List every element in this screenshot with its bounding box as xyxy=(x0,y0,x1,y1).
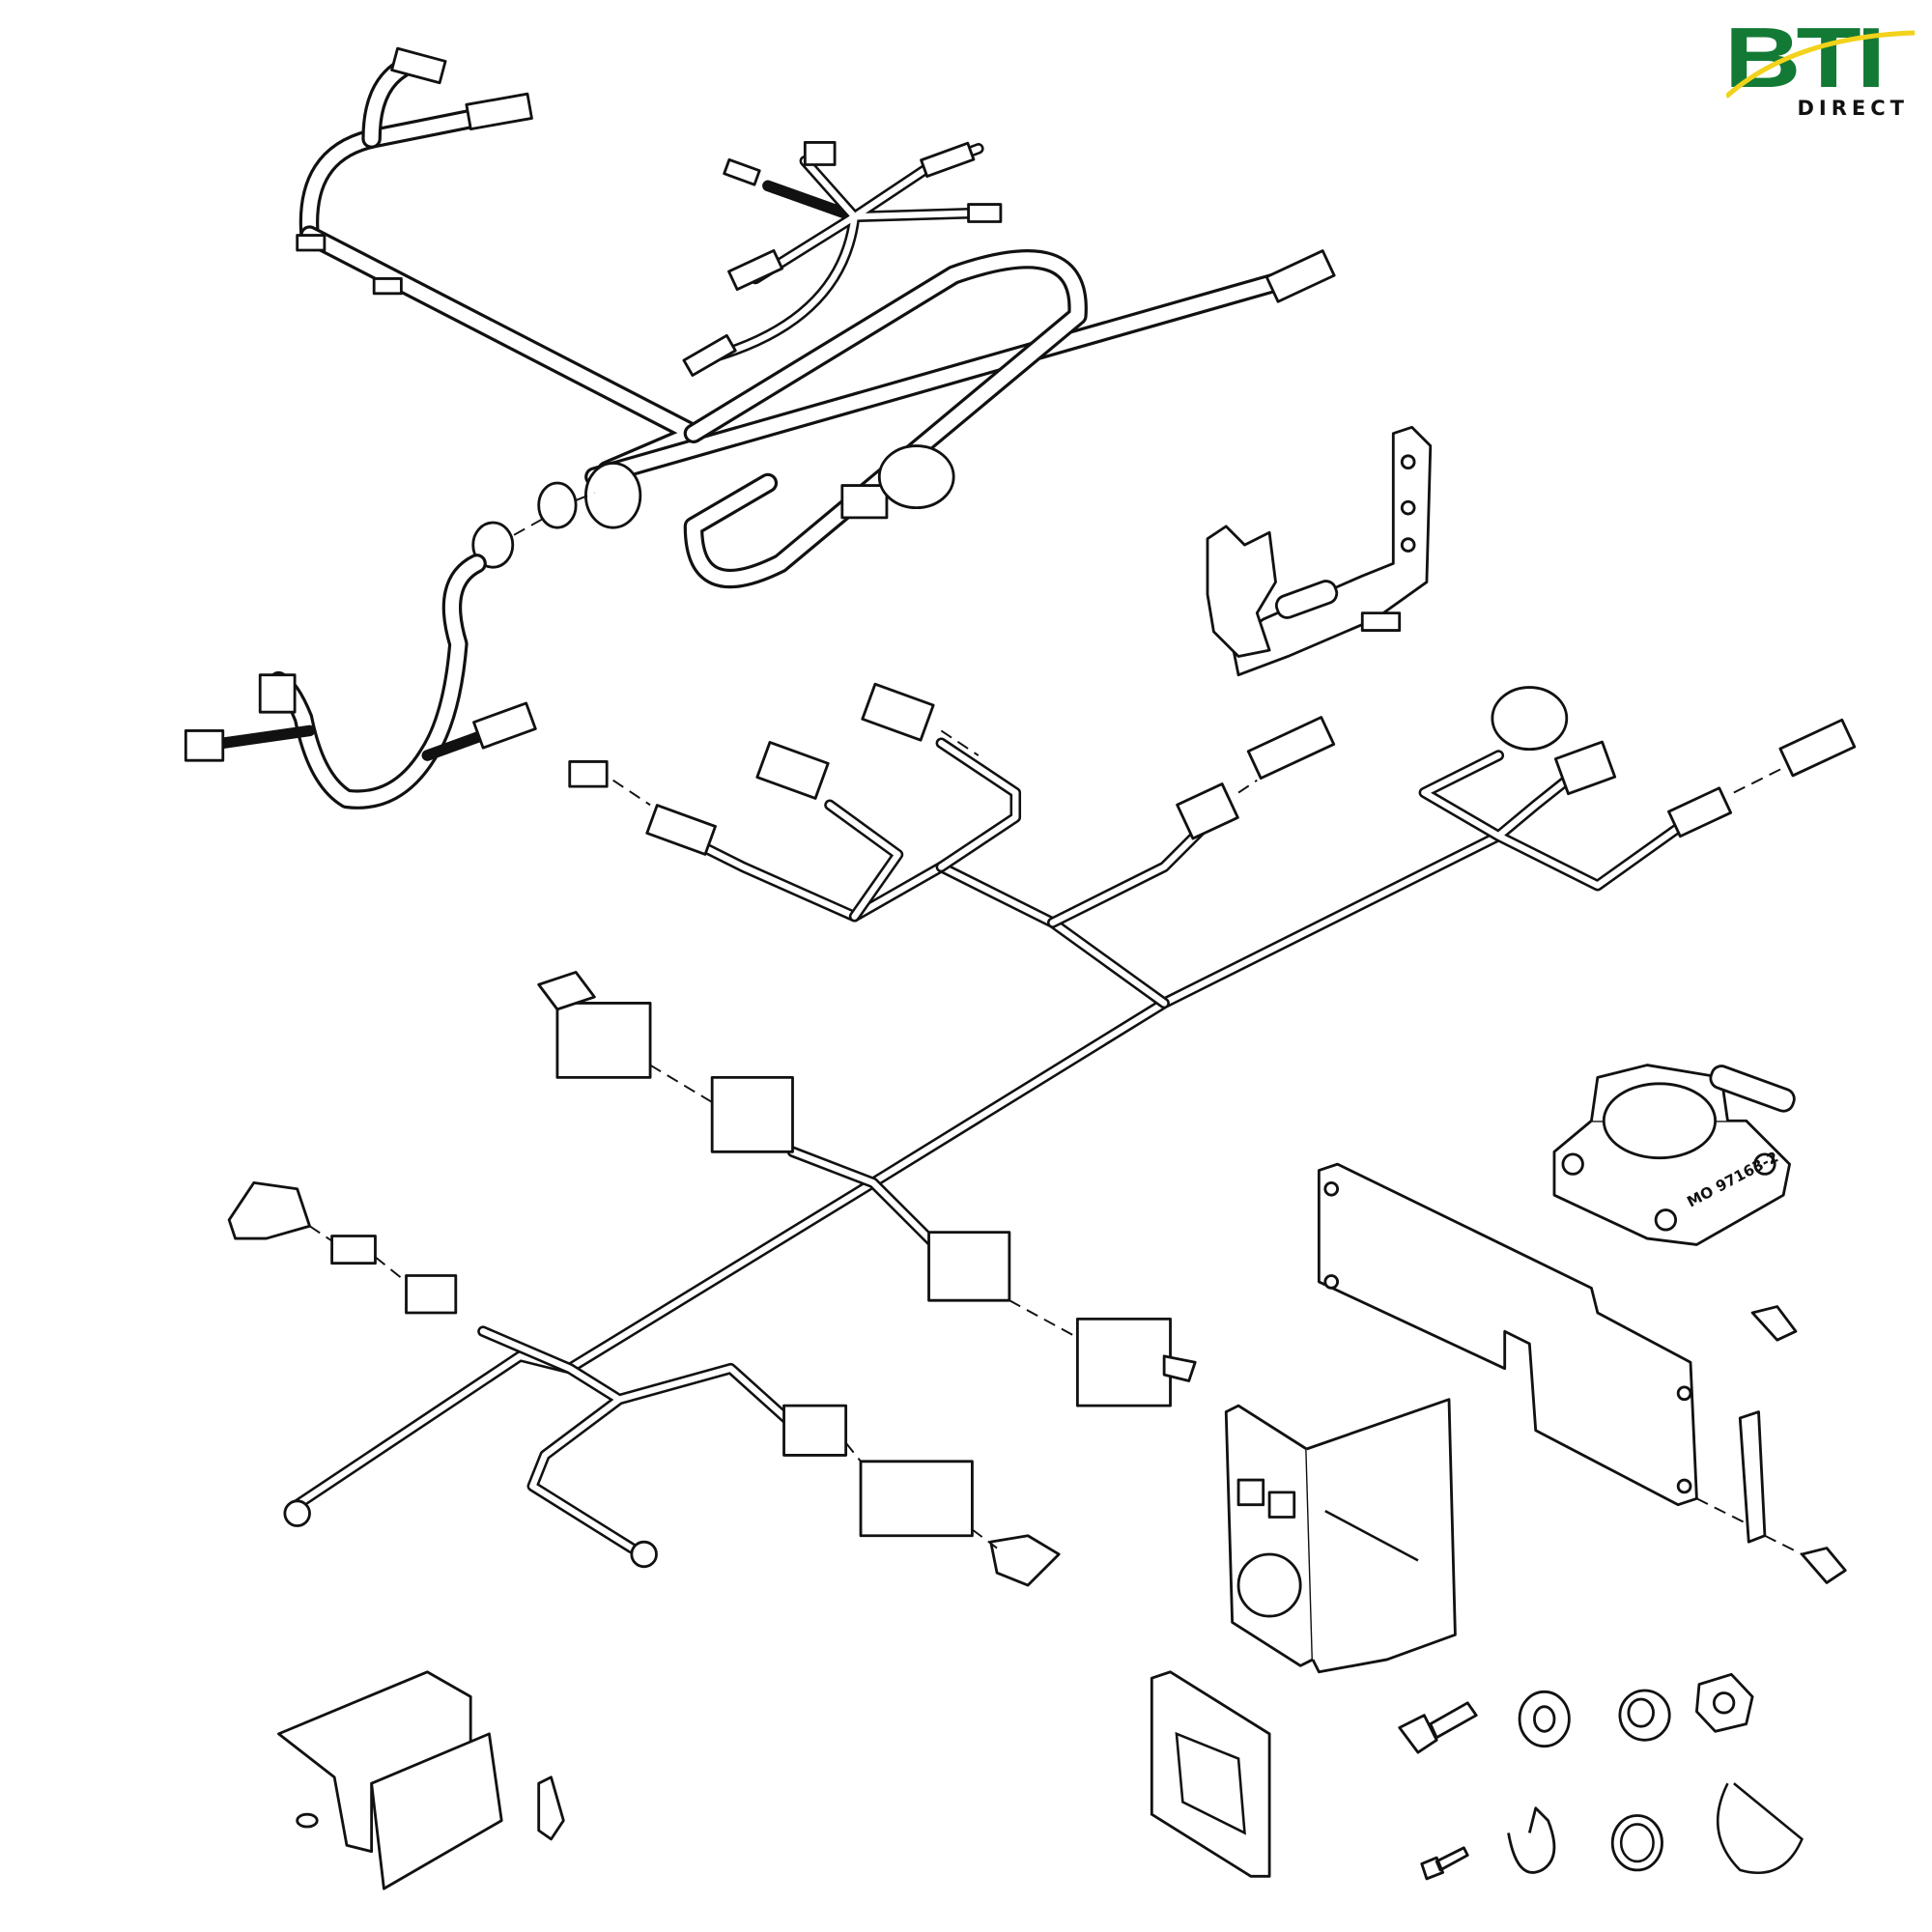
ignition-switch-base: MO 97163-2 xyxy=(1552,1064,1796,1246)
switch-bracket xyxy=(1206,425,1433,677)
bti-direct-logo: BTI DIRECT xyxy=(1724,10,1922,123)
mounting-plate xyxy=(1317,1162,1847,1584)
switch-mounting-bracket xyxy=(1224,1398,1457,1674)
hardware xyxy=(1398,1672,1804,1881)
lower-wiring-harness xyxy=(227,682,1857,1587)
logo-swoosh xyxy=(1726,30,1916,99)
relay xyxy=(1075,1317,1197,1407)
logo-sub-text: DIRECT xyxy=(1797,97,1909,120)
upper-wiring-harness xyxy=(184,46,1336,810)
lower-bracket xyxy=(277,1670,565,1890)
gasket xyxy=(1150,1670,1271,1878)
logo-main-text: BTI xyxy=(1724,10,1886,105)
relay xyxy=(537,971,652,1079)
